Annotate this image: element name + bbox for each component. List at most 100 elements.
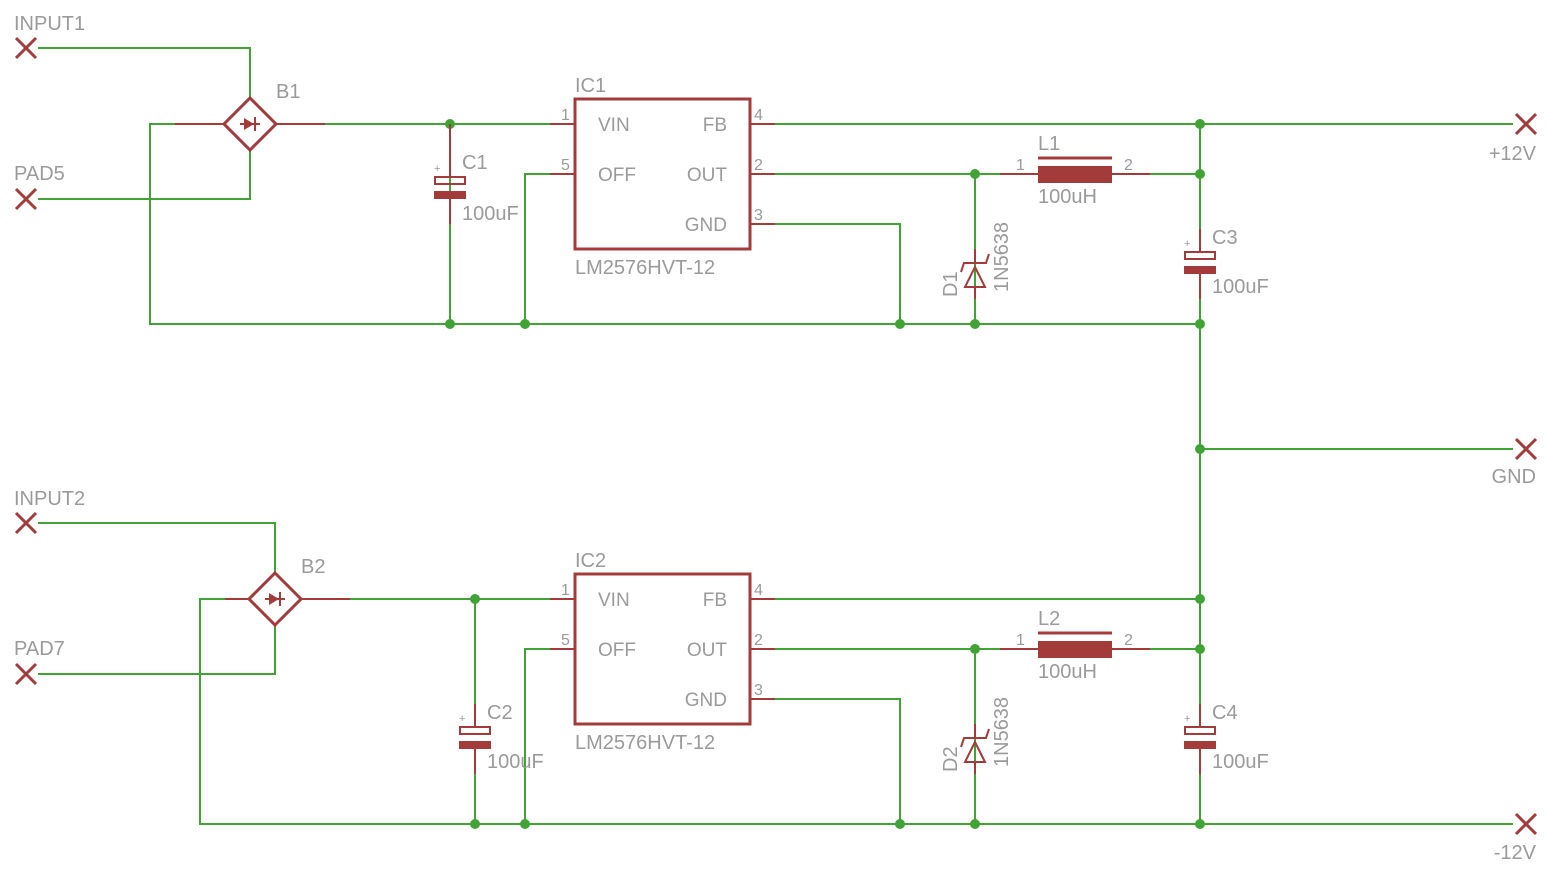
ic1-pin-off: OFF — [598, 165, 636, 186]
ic1-pinnum-2: 2 — [754, 157, 763, 174]
inductor-l2[interactable]: L2 100uH 1 2 — [1000, 608, 1150, 683]
junction — [445, 319, 455, 329]
ic2-pinnum-4: 4 — [754, 582, 763, 599]
ic2-pinnum-1: 1 — [561, 582, 570, 599]
junction — [1195, 119, 1205, 129]
pad-input2[interactable]: INPUT2 — [14, 488, 85, 535]
pad-pad5[interactable]: PAD5 — [14, 163, 65, 211]
wire-ic2-gnd — [775, 698, 901, 824]
ic1-pin-gnd: GND — [685, 215, 727, 236]
ic1-pin-vin: VIN — [598, 115, 630, 136]
ic1-pinnum-3: 3 — [754, 207, 763, 224]
junction — [895, 319, 905, 329]
label-gnd: GND — [1492, 466, 1536, 488]
ic2-part: LM2576HVT-12 — [575, 732, 715, 754]
junction — [1195, 594, 1205, 604]
junction — [970, 644, 980, 654]
zener-diode-d2[interactable]: D2 1N5638 — [940, 697, 1013, 774]
c1-polarity: + — [434, 163, 440, 175]
label-pad7: PAD7 — [14, 638, 65, 660]
l1-value: 100uH — [1038, 186, 1097, 208]
junction — [970, 319, 980, 329]
wire-ic2-off — [524, 648, 550, 824]
ic2-pin-fb: FB — [703, 590, 727, 611]
label-input1: INPUT1 — [14, 13, 85, 35]
c1-value: 100uF — [462, 203, 519, 225]
junction — [1195, 319, 1205, 329]
d1-part: 1N5638 — [991, 222, 1013, 292]
c2-polarity: + — [459, 713, 465, 725]
l1-name: L1 — [1038, 133, 1060, 155]
wire-ic1-gnd — [775, 223, 901, 324]
pad-gnd[interactable]: GND — [1492, 437, 1538, 488]
label-pad5: PAD5 — [14, 163, 65, 185]
l1-pin1: 1 — [1016, 157, 1025, 174]
junction — [970, 169, 980, 179]
ic1-pin-fb: FB — [703, 115, 727, 136]
pad-pad7[interactable]: PAD7 — [14, 638, 65, 686]
d1-name: D1 — [940, 271, 962, 297]
junction — [520, 819, 530, 829]
ic2-pin-gnd: GND — [685, 690, 727, 711]
c2-name: C2 — [487, 702, 513, 724]
bridge-rectifier-b2[interactable]: B2 — [225, 556, 350, 628]
junction — [1195, 444, 1205, 454]
pad-input1[interactable]: INPUT1 — [14, 13, 85, 60]
junction — [470, 594, 480, 604]
d2-part: 1N5638 — [991, 697, 1013, 767]
junction — [970, 819, 980, 829]
ic2-pin-vin: VIN — [598, 590, 630, 611]
wire-input2 — [38, 522, 276, 575]
ic1-pin-out: OUT — [687, 165, 728, 186]
pad-minus12v[interactable]: -12V — [1494, 812, 1538, 864]
wire-pad7 — [38, 624, 276, 675]
ic2-pinnum-3: 3 — [754, 682, 763, 699]
c3-polarity: + — [1184, 238, 1190, 250]
c3-value: 100uF — [1212, 276, 1269, 298]
pad-plus12v[interactable]: +12V — [1489, 112, 1538, 165]
regulator-ic2[interactable]: IC2 LM2576HVT-12 VIN OFF FB OUT GND 1 5 … — [550, 550, 775, 754]
c4-polarity: + — [1184, 713, 1190, 725]
junction — [470, 819, 480, 829]
wire-ic1-off — [524, 173, 550, 324]
l2-value: 100uH — [1038, 661, 1097, 683]
c3-name: C3 — [1212, 227, 1238, 249]
ic1-part: LM2576HVT-12 — [575, 257, 715, 279]
ic2-name: IC2 — [575, 550, 606, 572]
wire-pad5 — [38, 149, 251, 200]
label-plus12v: +12V — [1489, 143, 1537, 165]
zener-diode-d1[interactable]: D1 1N5638 — [940, 222, 1013, 299]
junction — [1195, 819, 1205, 829]
junction — [1195, 644, 1205, 654]
c4-name: C4 — [1212, 702, 1238, 724]
c1-name: C1 — [462, 152, 488, 174]
ic2-pinnum-2: 2 — [754, 632, 763, 649]
l2-pin2: 2 — [1124, 632, 1133, 649]
regulator-ic1[interactable]: IC1 LM2576HVT-12 VIN OFF FB OUT GND 1 5 … — [550, 75, 775, 279]
label-minus12v: -12V — [1494, 842, 1537, 864]
ic2-pin-out: OUT — [687, 640, 728, 661]
bridge-rectifier-b1[interactable]: B1 — [175, 81, 325, 153]
l2-name: L2 — [1038, 608, 1060, 630]
capacitor-c2[interactable]: + C2 100uF — [459, 702, 544, 774]
ic1-pinnum-1: 1 — [561, 107, 570, 124]
l1-pin2: 2 — [1124, 157, 1133, 174]
ic2-pinnum-5: 5 — [561, 632, 570, 649]
capacitor-c4[interactable]: + C4 100uF — [1184, 702, 1269, 774]
junctions — [445, 119, 1205, 829]
ic1-pinnum-5: 5 — [561, 157, 570, 174]
ic1-pinnum-4: 4 — [754, 107, 763, 124]
wires — [38, 47, 1513, 825]
capacitor-c1[interactable]: + C1 100uF — [434, 124, 519, 225]
c4-value: 100uF — [1212, 751, 1269, 773]
l2-pin1: 1 — [1016, 632, 1025, 649]
ic2-pin-off: OFF — [598, 640, 636, 661]
wire-b2-neg — [199, 598, 1513, 825]
inductor-l1[interactable]: L1 100uH 1 2 — [1000, 133, 1150, 208]
label-input2: INPUT2 — [14, 488, 85, 510]
d2-name: D2 — [940, 746, 962, 772]
junction — [520, 319, 530, 329]
capacitor-c3[interactable]: + C3 100uF — [1184, 227, 1269, 299]
label-b2: B2 — [301, 556, 325, 578]
